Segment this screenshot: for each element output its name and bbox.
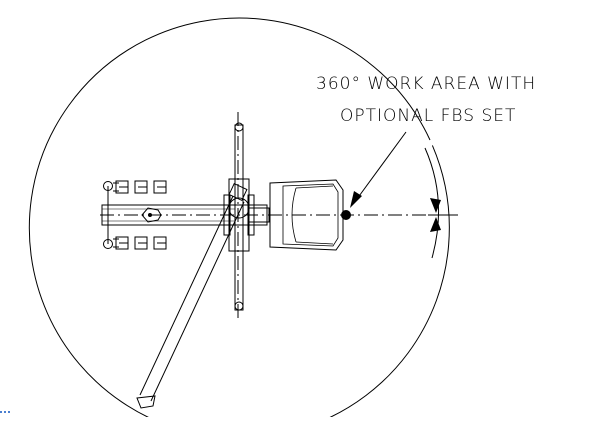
rear-outrigger-pad-bottom (103, 239, 113, 249)
rear-wheels-bottom (113, 236, 167, 250)
corner-dots-icon (0, 411, 10, 413)
operator-cab (269, 179, 344, 251)
rear-wheels-top (113, 180, 167, 194)
cab-connector (248, 207, 270, 223)
leader-line (353, 131, 407, 204)
angle-arrowhead-top-icon (430, 198, 441, 213)
boom-arm (136, 182, 250, 409)
rear-outrigger-pad-top (103, 181, 113, 191)
pivot-icon (341, 210, 351, 220)
front-outrigger-pad-top (234, 122, 244, 132)
leader-arrowhead-icon (350, 191, 362, 208)
work-area-circle (28, 17, 450, 421)
annotation-line-2: OPTIONAL FBS SET (340, 106, 516, 126)
front-outrigger-pad-bottom (234, 301, 244, 311)
annotation-line-1: 360° WORK AREA WITH (316, 74, 536, 94)
rear-hitch (141, 207, 162, 223)
chassis (101, 204, 268, 226)
angle-arrowhead-bottom-icon (430, 217, 441, 232)
